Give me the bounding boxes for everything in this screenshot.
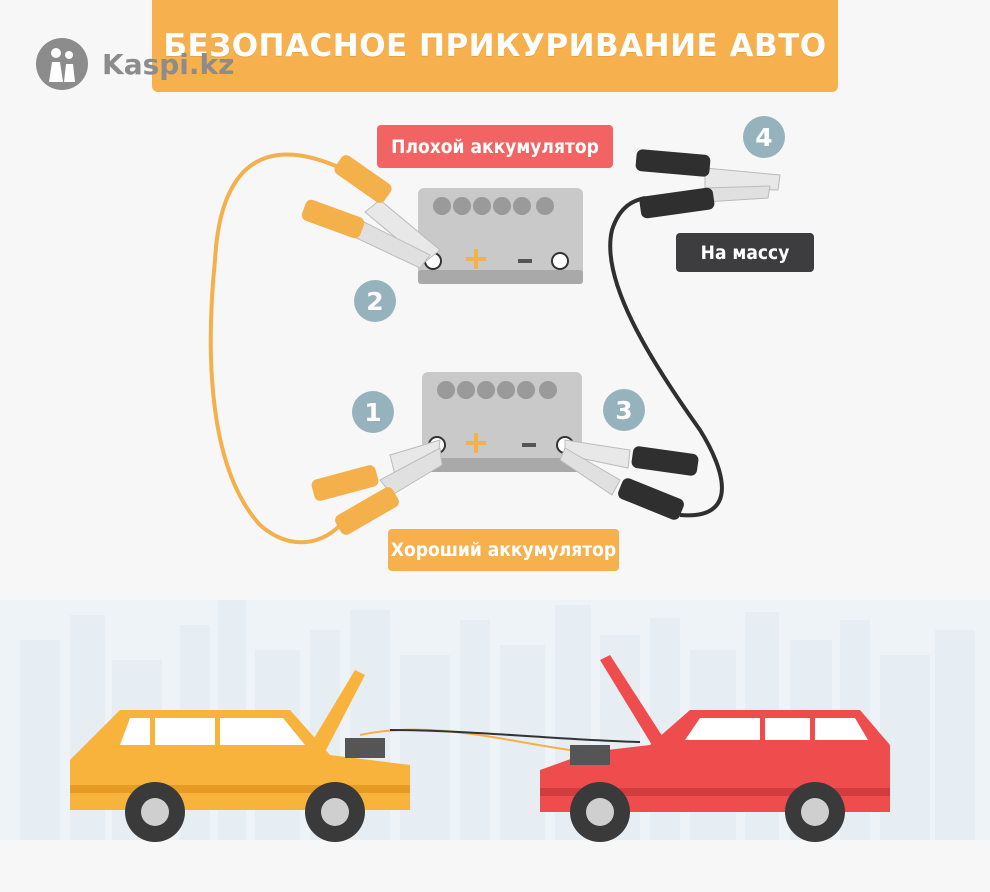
- clamp-3-black: [559, 439, 699, 520]
- step-4: 4: [743, 116, 785, 158]
- title-banner: БЕЗОПАСНОЕ ПРИКУРИВАНИЕ АВТО: [152, 0, 838, 92]
- negative-cable: [608, 196, 724, 518]
- positive-cable: [208, 152, 352, 545]
- bad-battery: [418, 188, 583, 284]
- kaspi-people-icon: [36, 38, 88, 90]
- kaspi-logo: Kaspi.kz: [36, 38, 234, 90]
- logo-text: Kaspi.kz: [102, 47, 235, 81]
- yellow-car: [70, 670, 410, 842]
- good-battery: [422, 372, 582, 472]
- page-title: БЕЗОПАСНОЕ ПРИКУРИВАНИЕ АВТО: [163, 28, 827, 64]
- step-2: 2: [354, 280, 396, 322]
- clamp-1-orange: [311, 439, 443, 535]
- clamp-2-orange: [301, 155, 441, 269]
- ground-label: На массу: [676, 233, 814, 272]
- red-car: [540, 655, 890, 842]
- step-1: 1: [352, 391, 394, 433]
- step-3: 3: [603, 389, 645, 431]
- bad-battery-label: Плохой аккумулятор: [377, 125, 613, 168]
- good-battery-label: Хороший аккумулятор: [388, 529, 619, 571]
- clamp-4-black: [635, 149, 781, 219]
- car-jumper-cables: [359, 728, 641, 751]
